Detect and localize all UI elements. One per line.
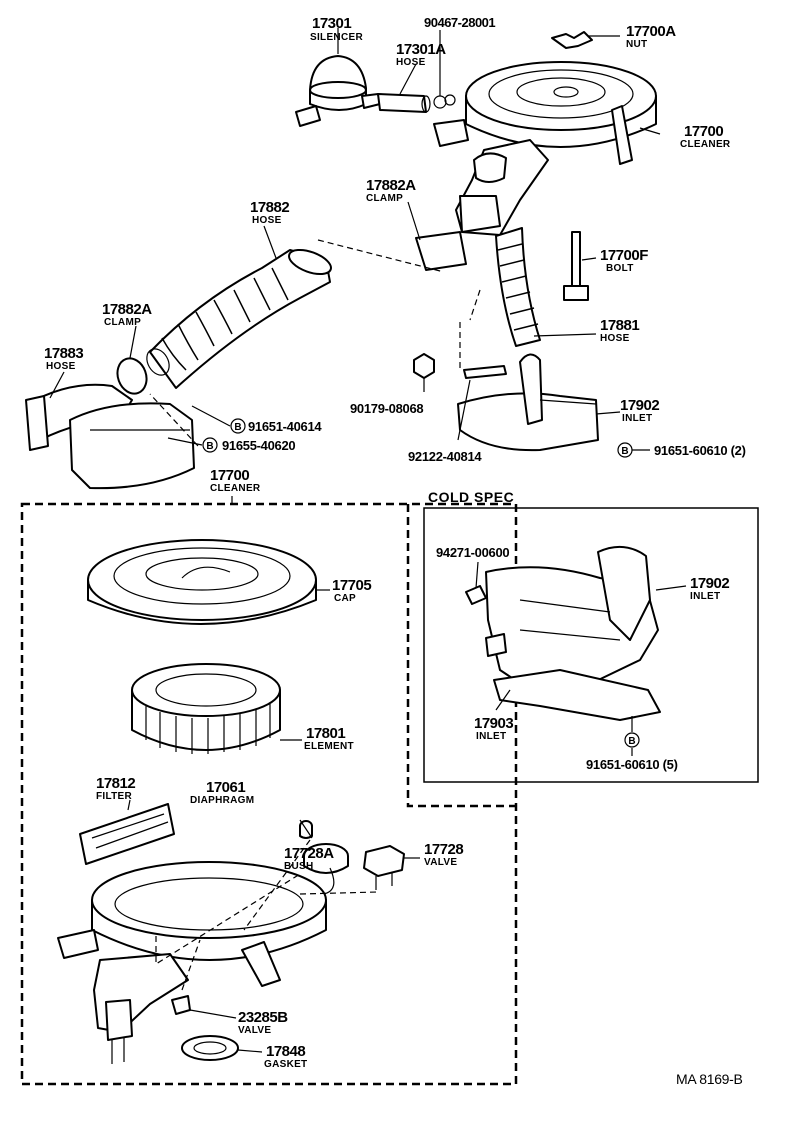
part-name: NUT	[626, 39, 648, 50]
part-number: 17700	[210, 467, 250, 484]
part-number: 17812	[96, 775, 136, 792]
part-number: 94271-00600	[436, 545, 510, 560]
part-name: CLEANER	[680, 139, 731, 150]
part-number: 90179-08068	[350, 401, 424, 416]
part-number: 91655-40620	[222, 438, 296, 453]
part-number: 17728	[424, 841, 464, 858]
air-cleaner-assembly-part	[433, 61, 657, 236]
part-name: SILENCER	[310, 32, 363, 43]
cold-spec-inlet-part	[485, 545, 661, 721]
upper-clamp-part	[415, 231, 467, 271]
stud-part	[463, 365, 507, 379]
filter-element-part	[131, 663, 281, 754]
part-number: 90467-28001	[424, 15, 496, 30]
lower-clamp-part	[116, 357, 148, 395]
part-name: VALVE	[424, 857, 458, 868]
part-number: 17700A	[626, 23, 676, 40]
part-number: 17061	[206, 779, 246, 796]
part-name: INLET	[476, 731, 507, 742]
part-number: 17882A	[102, 301, 152, 318]
cap-part	[87, 539, 317, 625]
drawing-code: MA 8169-B	[676, 1071, 743, 1087]
part-name: BOLT	[606, 263, 634, 274]
bolt-symbol-letter: B	[234, 422, 241, 433]
part-number: 17801	[306, 725, 346, 742]
part-number: 17301	[312, 15, 352, 32]
part-number: 91651-40614	[248, 419, 322, 434]
cold-spec-bolt-symbol-icon	[624, 732, 640, 748]
part-number: 17700F	[600, 247, 648, 264]
part-number: 92122-40814	[408, 449, 482, 464]
vacuum-valve-part	[363, 845, 405, 890]
part-number: 17883	[44, 345, 84, 362]
lower-leader-lines	[127, 496, 420, 1053]
part-name: FILTER	[96, 791, 133, 802]
part-number: 23285B	[238, 1009, 288, 1026]
cold-spec-title: COLD SPEC	[428, 489, 515, 505]
bolt-symbol-letter: B	[621, 446, 628, 457]
part-number: 91651-60610 (5)	[586, 757, 678, 772]
part-name: CLEANER	[210, 483, 261, 494]
stud-bolt-part	[563, 231, 589, 301]
cold-spec-box	[423, 507, 759, 783]
part-name: CLAMP	[104, 317, 142, 328]
part-number: 17902	[690, 575, 730, 592]
cold-spec-leader-lines	[475, 561, 687, 756]
wing-nut-part	[551, 31, 593, 49]
part-number: 17881	[600, 317, 640, 334]
cleaner-exploded-box	[20, 502, 518, 1086]
silencer-part	[295, 55, 381, 127]
part-number: 17882	[250, 199, 290, 216]
part-number: 17301A	[396, 41, 446, 58]
flex-hose-part	[495, 227, 541, 347]
part-name: GASKET	[264, 1059, 308, 1070]
intake-hose-part	[146, 248, 332, 389]
filter-pad-part	[79, 803, 175, 865]
part-number: 17705	[332, 577, 372, 594]
part-name: VALVE	[238, 1025, 272, 1036]
part-name: DIAPHRAGM	[190, 795, 255, 806]
part-name: INLET	[622, 413, 653, 424]
part-number: 17700	[684, 123, 724, 140]
cleaner-housing-part	[57, 861, 327, 1064]
part-number: 17903	[474, 715, 514, 732]
part-name: HOSE	[46, 361, 76, 372]
snorkel-hose-part	[25, 383, 195, 490]
diaphragm-part	[303, 843, 349, 895]
part-number: 91651-60610 (2)	[654, 443, 746, 458]
inlet-part	[457, 353, 599, 452]
part-name: ELEMENT	[304, 741, 354, 752]
hex-nut-part	[413, 353, 435, 379]
bolt-symbol-letter: B	[628, 736, 635, 747]
part-number: 17882A	[366, 177, 416, 194]
silencer-hose-part	[377, 93, 456, 113]
part-name: HOSE	[396, 57, 426, 68]
part-number: 17902	[620, 397, 660, 414]
part-number: 17728A	[284, 845, 334, 862]
cold-spec-clip-part	[465, 585, 487, 605]
part-name: CLAMP	[366, 193, 404, 204]
part-name: CAP	[334, 593, 357, 604]
part-name: BUSH	[284, 861, 314, 872]
bolt-symbol-letter: B	[206, 441, 213, 452]
gasket-part	[181, 1035, 239, 1061]
leader-lines	[49, 28, 661, 451]
part-name: INLET	[690, 591, 721, 602]
part-name: HOSE	[600, 333, 630, 344]
cleaner-box-step	[406, 504, 516, 808]
part-name: HOSE	[252, 215, 282, 226]
check-valve-part	[171, 995, 191, 1015]
part-number: 17848	[266, 1043, 306, 1060]
